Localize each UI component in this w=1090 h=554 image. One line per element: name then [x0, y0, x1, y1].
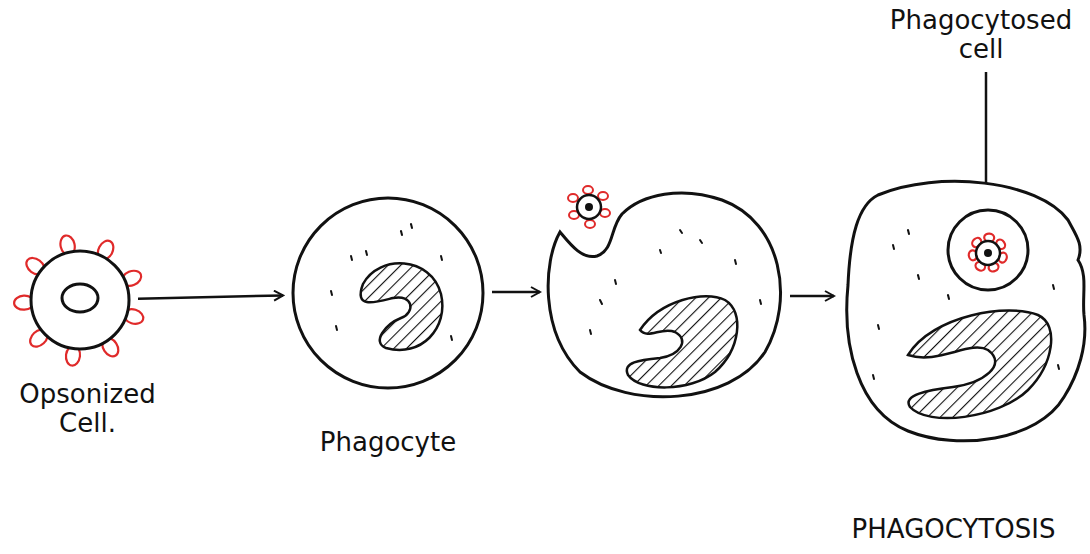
drawing-part [700, 240, 702, 243]
drawing-part [451, 336, 452, 340]
nucleus [908, 311, 1051, 418]
engulfed-cell [976, 241, 1000, 265]
drawing-part [331, 291, 332, 295]
cell-shape [291, 196, 485, 390]
cytoplasm-speckles [331, 224, 452, 340]
drawing-part [401, 231, 402, 235]
drawing-part [577, 195, 601, 219]
cell-outline [293, 198, 483, 388]
drawing-part [760, 300, 761, 304]
drawing-part [585, 203, 593, 211]
drawing-part [1058, 365, 1059, 369]
cell-outline [31, 251, 129, 349]
drawing-part [735, 260, 736, 264]
drawing-part [908, 230, 909, 234]
drawing-part [568, 186, 610, 228]
cytoplasm-speckles [590, 230, 761, 334]
cell-shape [30, 250, 130, 350]
cell-node: PHAGOCYTOSIS [838, 175, 1085, 450]
drawing-part [585, 220, 595, 228]
drawing-part [568, 194, 578, 202]
drawing-part [873, 375, 874, 379]
drawing-part [411, 224, 412, 228]
process-arrow [790, 295, 834, 298]
drawing-part [441, 256, 442, 260]
opsonized-particle [568, 186, 610, 228]
opsonin-bumps [14, 234, 145, 366]
phagosome [948, 210, 1028, 290]
engulfed-cell-nucleus [984, 249, 992, 257]
drawing-part [948, 295, 949, 299]
callout-label: Phagocytosed cell [872, 6, 1090, 63]
drawing-part [615, 280, 616, 284]
cell-shape [838, 175, 1085, 450]
drawing-part [600, 300, 602, 304]
process-arrow [138, 295, 283, 298]
drawing-part [893, 245, 894, 249]
cell-label: PHAGOCYTOSIS [830, 515, 1077, 544]
drawing-part [878, 325, 879, 329]
drawing-part [680, 230, 682, 233]
cell-node: Opsonized Cell. [30, 250, 130, 350]
cell-nucleus [62, 284, 98, 312]
drawing-part [351, 256, 352, 260]
drawing-part [366, 251, 367, 255]
process-arrow [492, 291, 540, 294]
drawing-part [1053, 285, 1054, 289]
nucleus [627, 296, 738, 387]
cell-label: Opsonized Cell. [5, 380, 170, 437]
cell-label: Phagocyte [281, 428, 495, 457]
nucleus [361, 263, 443, 350]
drawing-part [918, 275, 919, 279]
cell-node: Phagocyte [291, 196, 485, 390]
cell-outline [847, 181, 1085, 440]
drawing-part [590, 330, 591, 334]
drawing-part [336, 326, 337, 330]
cytoplasm-speckles [873, 230, 1059, 379]
drawing-part [598, 192, 608, 200]
engulfing-phagocyte [548, 193, 780, 397]
drawing-part [660, 250, 661, 253]
drawing-part [583, 186, 593, 194]
opsonin-bumps [968, 233, 1008, 273]
